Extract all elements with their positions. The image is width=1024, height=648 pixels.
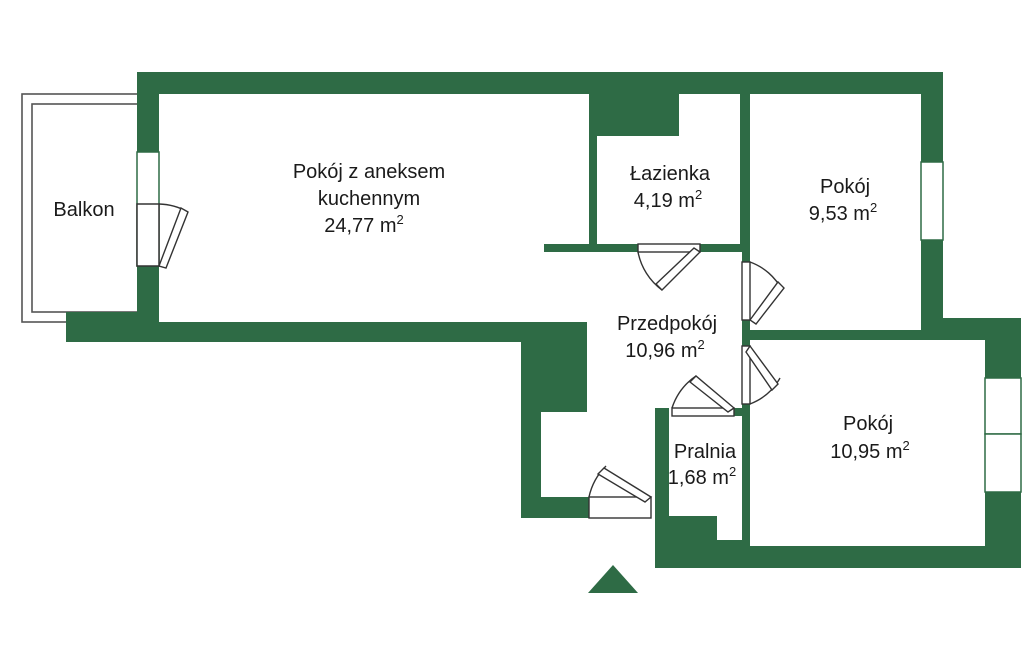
- pralnia-area: 1,68 m2: [668, 464, 736, 489]
- pokoj1-area-sup: 2: [870, 200, 877, 215]
- salon-area-value: 24,77 m: [324, 215, 396, 237]
- pokoj2-area: 10,95 m2: [830, 438, 910, 463]
- balcony: [21, 93, 139, 323]
- pralnia-label: Pralnia: [674, 441, 737, 463]
- entrance-arrow-icon: [588, 565, 638, 593]
- lazienka-area: 4,19 m2: [634, 187, 702, 212]
- salon-area: 24,77 m2: [324, 212, 404, 237]
- pokoj2-label: Pokój: [843, 413, 893, 435]
- pralnia-area-value: 1,68 m: [668, 467, 729, 489]
- przedpokoj-label: Przedpokój: [617, 313, 717, 335]
- pokoj2-area-value: 10,95 m: [830, 441, 902, 463]
- balkon-label: Balkon: [53, 199, 114, 221]
- doors: [136, 203, 785, 519]
- salon-area-sup: 2: [397, 212, 404, 227]
- salon-label-line2: kuchennym: [318, 188, 420, 210]
- lazienka-area-sup: 2: [695, 187, 702, 202]
- lazienka-label: Łazienka: [630, 163, 711, 185]
- przedpokoj-area: 10,96 m2: [625, 337, 705, 362]
- przedpokoj-area-sup: 2: [698, 337, 705, 352]
- pokoj1-area: 9,53 m2: [809, 200, 877, 225]
- lazienka-area-value: 4,19 m: [634, 190, 695, 212]
- przedpokoj-area-value: 10,96 m: [625, 340, 697, 362]
- pokoj1-area-value: 9,53 m: [809, 203, 870, 225]
- walls: [66, 72, 1021, 568]
- pralnia-area-sup: 2: [729, 464, 736, 479]
- pokoj1-label: Pokój: [820, 176, 870, 198]
- salon-label-line1: Pokój z aneksem: [293, 161, 445, 183]
- pokoj2-area-sup: 2: [903, 438, 910, 453]
